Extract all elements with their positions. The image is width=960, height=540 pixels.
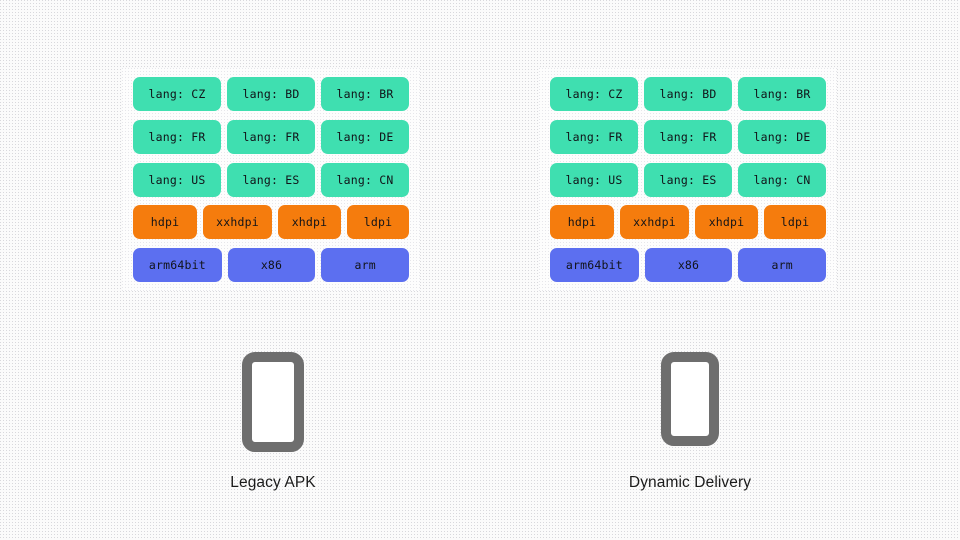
chip-density: ldpi	[347, 205, 409, 240]
chip-density: hdpi	[133, 205, 197, 240]
chip-lang: lang: BD	[227, 77, 315, 111]
chip-lang: lang: FR	[227, 119, 315, 154]
phone-group-legacy-apk: Legacy APK	[108, 352, 438, 492]
chip-lang: lang: DE	[738, 119, 826, 154]
chip-row-lang-2: lang: FR lang: FR lang: DE	[133, 119, 409, 154]
column-legacy-apk: lang: CZ lang: BD lang: BR lang: FR lang…	[108, 0, 438, 540]
chip-density: xhdpi	[695, 205, 758, 240]
chip-lang: lang: CN	[321, 162, 409, 197]
chip-row-lang-1: lang: CZ lang: BD lang: BR	[550, 77, 826, 111]
chip-lang: lang: CZ	[133, 77, 221, 111]
chip-lang: lang: ES	[227, 162, 315, 197]
chip-abi: arm64bit	[133, 248, 222, 282]
chip-lang: lang: FR	[133, 119, 221, 154]
phone-icon	[661, 352, 719, 446]
chip-row-lang-1: lang: CZ lang: BD lang: BR	[133, 77, 409, 111]
artifact-panel-dynamic-delivery: lang: CZ lang: BD lang: BR lang: FR lang…	[539, 68, 837, 291]
chip-density: xhdpi	[278, 205, 341, 240]
chip-lang: lang: CN	[738, 162, 826, 197]
phone-icon	[242, 352, 304, 452]
chip-abi: arm64bit	[550, 248, 639, 282]
chip-abi: x86	[644, 248, 733, 282]
chip-row-abi: arm64bit x86 arm	[133, 248, 410, 282]
chip-density: hdpi	[550, 205, 614, 240]
chip-lang: lang: FR	[550, 119, 638, 154]
chip-density: xxhdpi	[203, 205, 272, 240]
chip-row-abi: arm64bit x86 arm	[550, 248, 827, 282]
chip-row-lang-2: lang: FR lang: FR lang: DE	[550, 119, 826, 154]
phone-group-dynamic-delivery: Dynamic Delivery	[525, 352, 855, 492]
chip-lang: lang: FR	[644, 119, 732, 154]
chip-lang: lang: US	[550, 162, 638, 197]
chip-row-density: hdpi xxhdpi xhdpi ldpi	[550, 205, 826, 240]
column-caption: Dynamic Delivery	[628, 474, 752, 491]
chip-row-density: hdpi xxhdpi xhdpi ldpi	[133, 205, 409, 240]
chip-lang: lang: BD	[644, 77, 732, 111]
chip-lang: lang: BR	[738, 77, 826, 111]
chip-lang: lang: US	[133, 162, 221, 197]
chip-lang: lang: CZ	[550, 77, 638, 111]
chip-row-lang-3: lang: US lang: ES lang: CN	[550, 162, 826, 197]
chip-lang: lang: BR	[321, 77, 409, 111]
chip-row-lang-3: lang: US lang: ES lang: CN	[133, 162, 409, 197]
chip-density: ldpi	[764, 205, 826, 240]
column-caption: Legacy APK	[230, 474, 316, 491]
chip-abi: arm	[321, 248, 410, 282]
column-dynamic-delivery: lang: CZ lang: BD lang: BR lang: FR lang…	[525, 0, 855, 540]
chip-density: xxhdpi	[620, 205, 689, 240]
chip-abi: arm	[738, 248, 827, 282]
chip-abi: x86	[227, 248, 316, 282]
chip-lang: lang: ES	[644, 162, 732, 197]
artifact-panel-legacy-apk: lang: CZ lang: BD lang: BR lang: FR lang…	[122, 68, 420, 291]
chip-lang: lang: DE	[321, 119, 409, 154]
